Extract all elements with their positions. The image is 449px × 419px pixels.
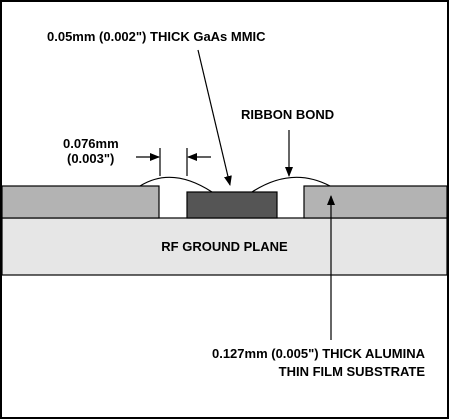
ribbon-bond-left <box>139 176 213 193</box>
substrate-label-line1: 0.127mm (0.005") THICK ALUMINA <box>212 346 426 361</box>
gap-label-mm: 0.076mm <box>63 136 119 151</box>
ribbon-bond-label: RIBBON BOND <box>241 107 334 122</box>
substrate-label-line2: THIN FILM SUBSTRATE <box>279 364 426 379</box>
gap-label-in: (0.003") <box>67 151 114 166</box>
ribbon-bond-right <box>251 176 331 193</box>
mmic-chip <box>186 191 278 219</box>
substrate-left <box>1 185 160 219</box>
ground-plane <box>1 217 448 276</box>
ground-plane-label: RF GROUND PLANE <box>161 239 288 254</box>
mmic-label: 0.05mm (0.002") THICK GaAs MMIC <box>47 29 266 44</box>
substrate-right <box>303 185 448 219</box>
mmic-leader-arrow <box>197 49 232 186</box>
